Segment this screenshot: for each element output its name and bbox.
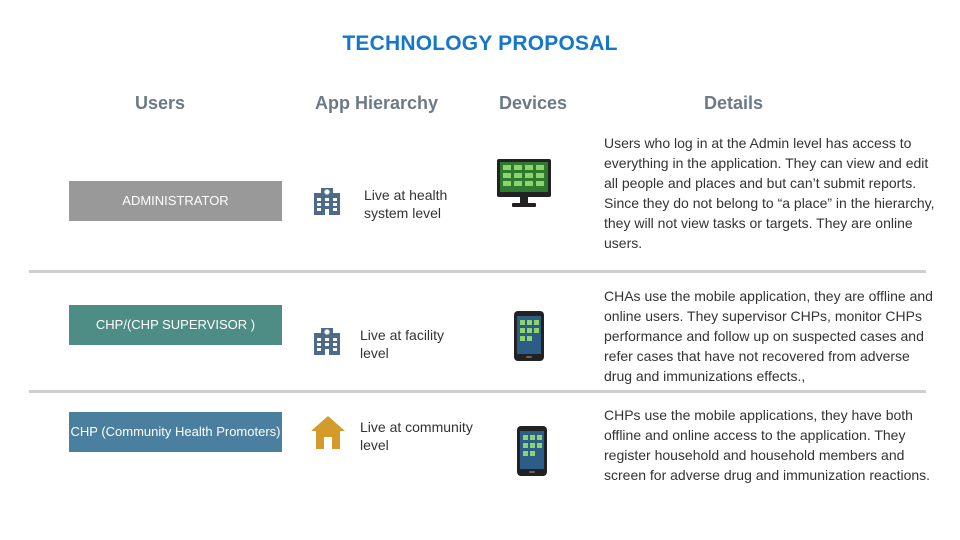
row-divider xyxy=(29,390,926,393)
column-header-hierarchy: App Hierarchy xyxy=(315,93,439,113)
house-icon xyxy=(310,414,346,450)
row-divider xyxy=(29,270,926,273)
hospital-building-icon xyxy=(313,187,341,215)
details-text-chp-supervisor: CHAs use the mobile application, they ar… xyxy=(604,288,933,384)
hierarchy-text-chp: Live at community level xyxy=(360,419,473,453)
hospital-building-icon xyxy=(313,327,341,355)
column-header-details: Details xyxy=(704,93,764,113)
user-badge-administrator: ADMINISTRATOR xyxy=(69,181,282,221)
mobile-phone-icon xyxy=(514,311,544,361)
hierarchy-text-administrator: Live at health system level xyxy=(364,187,448,221)
details-text-chp: CHPs use the mobile applications, they h… xyxy=(604,407,931,483)
user-badge-chp-supervisor: CHP/(CHP SUPERVISOR ) xyxy=(69,305,282,345)
slide-title: TECHNOLOGY PROPOSAL xyxy=(342,32,618,55)
hierarchy-text-chp-supervisor: Live at facility level xyxy=(360,327,445,361)
column-header-devices: Devices xyxy=(499,93,568,113)
user-badge-chp: CHP (Community Health Promoters) xyxy=(69,412,282,452)
desktop-monitor-icon xyxy=(497,159,551,209)
details-text-administrator: Users who log in at the Admin level has … xyxy=(604,135,935,251)
mobile-phone-icon xyxy=(517,426,547,476)
column-header-users: Users xyxy=(135,93,186,113)
